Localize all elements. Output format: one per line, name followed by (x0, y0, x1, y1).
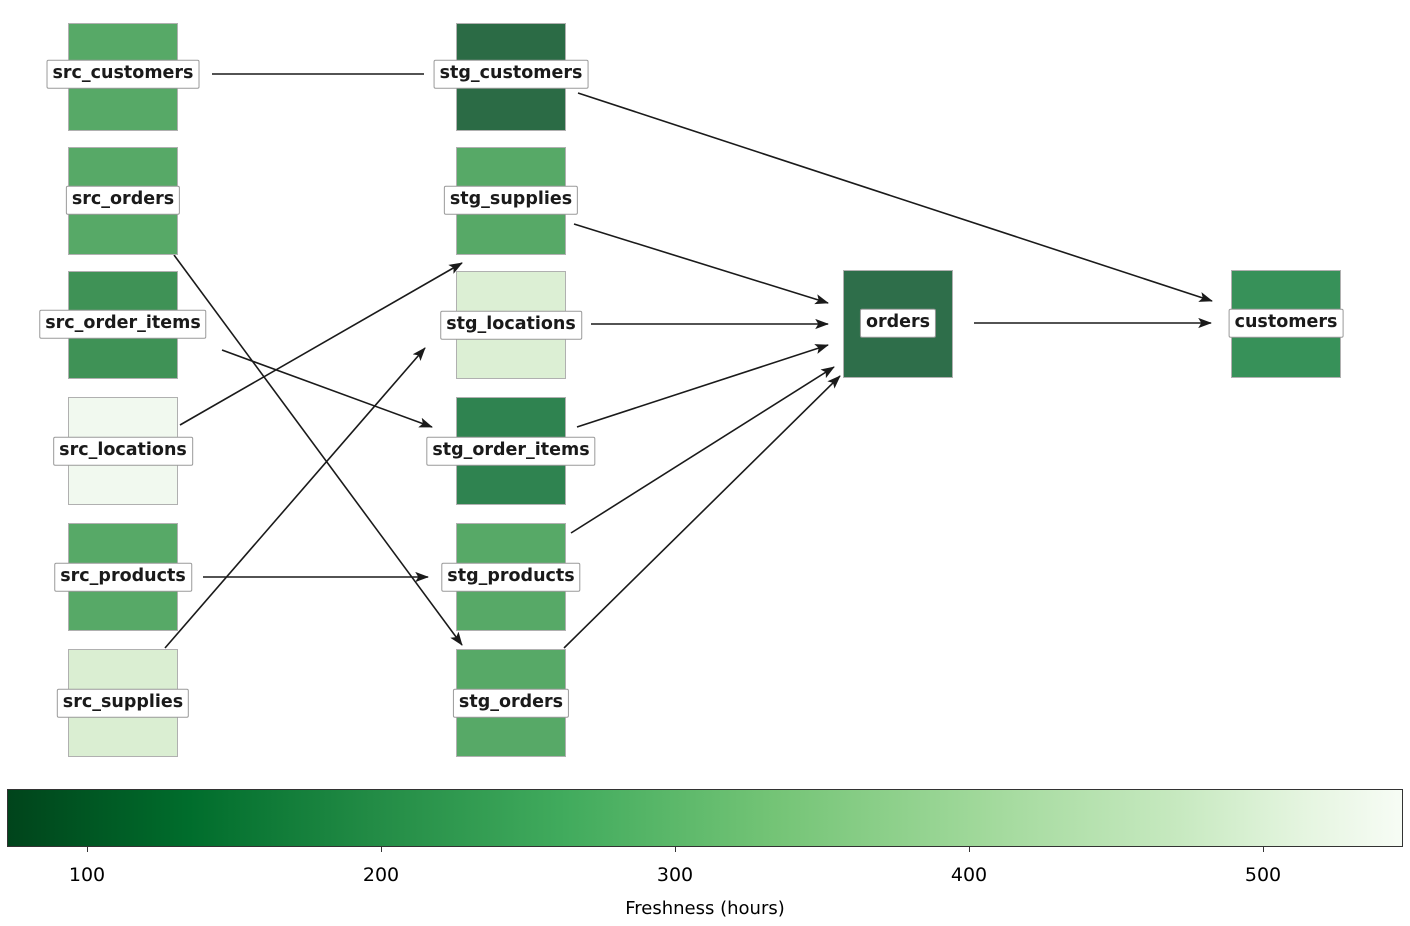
node-label-src_products[interactable]: src_products (54, 562, 192, 592)
colorbar-tick-label: 500 (1244, 864, 1282, 886)
node-label-src_supplies[interactable]: src_supplies (56, 688, 190, 718)
node-label-src_customers[interactable]: src_customers (46, 59, 200, 89)
colorbar-gradient (7, 789, 1403, 847)
edge-src_supplies-to-stg_supplies (164, 347, 426, 649)
node-label-customers[interactable]: customers (1228, 308, 1344, 338)
node-label-orders[interactable]: orders (859, 308, 937, 338)
node-label-stg_orders[interactable]: stg_orders (452, 688, 570, 718)
colorbar-tick (1263, 847, 1264, 852)
edge-src_order_items-to-stg_order_items (221, 349, 433, 428)
colorbar-tick-label: 200 (362, 864, 400, 886)
edge-stg_products-to-orders (570, 366, 835, 534)
colorbar-tick-label: 400 (950, 864, 988, 886)
edge-src_orders-to-stg_orders (173, 254, 463, 646)
colorbar-tick (381, 847, 382, 852)
node-label-src_orders[interactable]: src_orders (65, 185, 181, 215)
edge-stg_orders-to-orders (563, 375, 841, 649)
colorbar-tick (87, 847, 88, 852)
edge-stg_supplies-to-orders (573, 223, 829, 305)
node-label-src_locations[interactable]: src_locations (53, 436, 193, 466)
colorbar[interactable] (7, 789, 1403, 852)
edge-src_locations-to-stg_locations (179, 262, 463, 426)
colorbar-tick-label: 100 (68, 864, 106, 886)
colorbar-tick-label: 300 (656, 864, 694, 886)
node-label-stg_products[interactable]: stg_products (441, 562, 581, 592)
edge-stg_order_items-to-orders (576, 344, 829, 428)
node-label-stg_order_items[interactable]: stg_order_items (426, 436, 596, 466)
colorbar-axis-label: Freshness (hours) (625, 898, 785, 919)
colorbar-tick (969, 847, 970, 852)
colorbar-tick (675, 847, 676, 852)
node-label-stg_customers[interactable]: stg_customers (433, 59, 589, 89)
node-label-stg_locations[interactable]: stg_locations (440, 310, 582, 340)
node-label-stg_supplies[interactable]: stg_supplies (443, 185, 579, 215)
node-label-src_order_items[interactable]: src_order_items (39, 309, 207, 339)
